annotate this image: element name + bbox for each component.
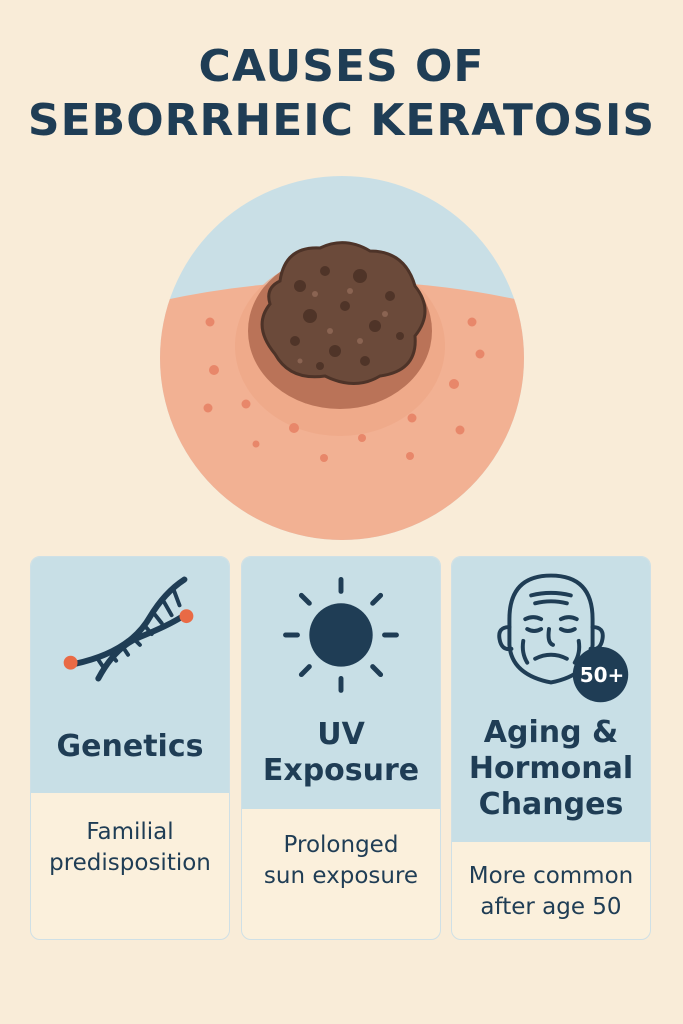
card-description: More common after age 50	[468, 863, 634, 920]
age-badge: 50+	[579, 663, 625, 687]
card-description: Familial predisposition	[49, 819, 211, 876]
title-line-2: SEBORRHEIC KERATOSIS	[27, 95, 656, 146]
card-header-area	[31, 557, 229, 793]
elderly-face-icon	[497, 573, 629, 703]
dna-icon	[63, 576, 194, 682]
card-heading: UV Exposure	[262, 717, 420, 788]
cause-card-aging: 50+ Aging & Hormonal Changes More common…	[451, 556, 651, 940]
card-description: Prolonged sun exposure	[263, 832, 419, 889]
cause-card-uv-exposure: UV Exposure Prolonged sun exposure	[241, 556, 441, 940]
card-heading: Aging & Hormonal Changes	[468, 715, 634, 822]
skin-lesion-illustration	[160, 176, 524, 540]
card-heading: Genetics	[56, 729, 204, 764]
sun-icon	[283, 577, 399, 693]
cause-card-genetics: Genetics Familial predisposition	[30, 556, 230, 940]
title-line-1: CAUSES OF	[198, 41, 485, 92]
page-title: CAUSES OF SEBORRHEIC KERATOSIS	[0, 40, 683, 148]
